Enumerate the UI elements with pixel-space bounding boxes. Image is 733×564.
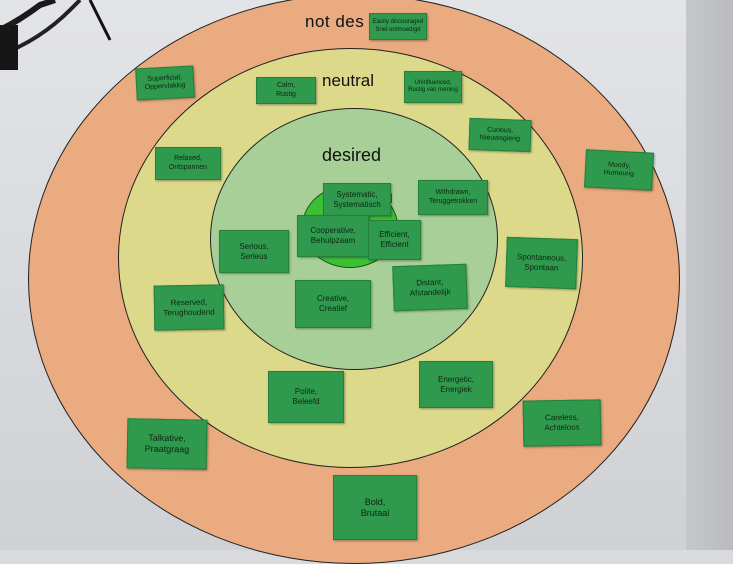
card-relaxed[interactable]: Relaxed, Ontspannen	[155, 147, 221, 180]
card-uninfluenced[interactable]: Uninfluenced, Rustig van mening	[404, 71, 462, 103]
card-cooperative[interactable]: Cooperative, Behulpzaam	[297, 215, 369, 257]
paper-edge	[686, 0, 733, 550]
not-desired-label: not des	[305, 12, 365, 31]
card-creative[interactable]: Creative, Creatief	[295, 280, 371, 328]
card-distant[interactable]: Distant, Afstandelijk	[392, 263, 468, 312]
card-reserved[interactable]: Reserved, Terughoudend	[153, 284, 225, 331]
card-moody[interactable]: Moody, Humeurig	[584, 149, 654, 191]
card-careless[interactable]: Careless, Achteloos	[522, 399, 602, 447]
card-talkative[interactable]: Talkative, Praatgraag	[126, 418, 208, 470]
card-withdrawn[interactable]: Withdrawn, Teruggetrokken	[418, 180, 488, 215]
card-easily-discouraged[interactable]: Easily discouraged Snel ontmoedigd	[369, 13, 427, 40]
card-bold[interactable]: Bold, Brutaal	[333, 475, 417, 540]
card-serious[interactable]: Serious, Serieus	[219, 230, 289, 273]
card-energetic[interactable]: Energetic, Energiek	[419, 361, 493, 408]
desired-label: desired	[322, 145, 382, 165]
card-systematic[interactable]: Systematic, Systematisch	[323, 183, 391, 216]
neutral-label: neutral	[322, 71, 374, 90]
card-efficient[interactable]: Efficient, Efficient	[368, 220, 421, 260]
card-calm[interactable]: Calm, Rustig	[256, 77, 316, 104]
card-spontaneous[interactable]: Spontaneous, Spontaan	[505, 236, 578, 290]
card-polite[interactable]: Polite, Beleefd	[268, 371, 344, 423]
card-superficial[interactable]: Superficial, Oppervlakkig	[135, 65, 195, 101]
card-curious[interactable]: Curious, Nieuwsgierig	[468, 117, 532, 153]
cable-graphic	[0, 0, 112, 70]
